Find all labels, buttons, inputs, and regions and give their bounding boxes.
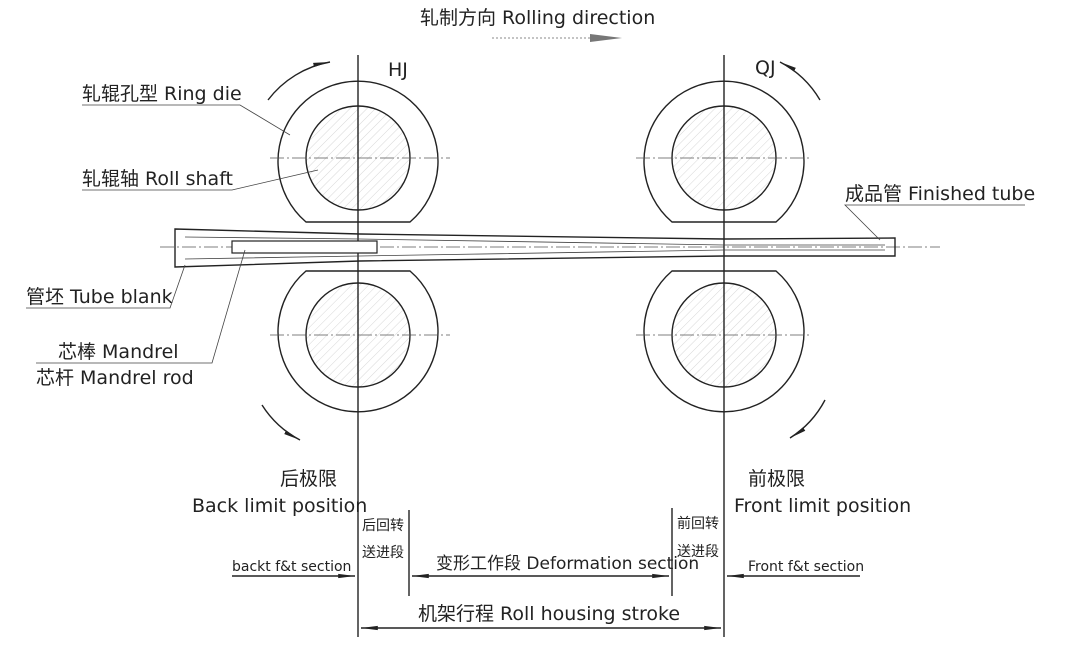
back-limit-cn: 后极限 — [280, 468, 337, 490]
rolling-direction-arrow — [492, 34, 622, 42]
tube-and-mandrel — [174, 228, 896, 268]
front-ft-section-label: Front f&t section — [748, 559, 864, 575]
center-lines — [160, 55, 940, 637]
finished-tube-label: 成品管 Finished tube — [845, 183, 1035, 205]
mandrel-rod-label: 芯杆 Mandrel rod — [36, 367, 194, 389]
back-ft-section-label: backt f&t section — [232, 559, 351, 575]
back-rotation-label-1: 后回转 — [362, 518, 404, 534]
rolling-direction-label: 轧制方向 Rolling direction — [420, 7, 655, 29]
rotation-arrows — [261, 61, 826, 441]
roll-shaft-label: 轧辊轴 Roll shaft — [82, 168, 233, 190]
tube-blank-label: 管坯 Tube blank — [26, 286, 173, 308]
front-rotation-label-2: 送进段 — [677, 544, 719, 560]
section-dimensions — [232, 508, 860, 631]
front-limit-cn: 前极限 — [748, 468, 805, 490]
ring-die-label: 轧辊孔型 Ring die — [82, 83, 242, 105]
roll-housing-stroke-label: 机架行程 Roll housing stroke — [418, 603, 680, 625]
front-rotation-label-1: 前回转 — [677, 515, 719, 532]
mandrel-label: 芯棒 Mandrel — [58, 341, 179, 363]
stand-qj-label: QJ — [755, 57, 776, 79]
deformation-section-label: 变形工作段 Deformation section — [436, 554, 699, 574]
front-limit-en: Front limit position — [734, 495, 911, 517]
back-rotation-label-2: 送进段 — [362, 545, 404, 561]
stand-hj-label: HJ — [388, 59, 408, 81]
back-limit-en: Back limit position — [192, 495, 367, 517]
